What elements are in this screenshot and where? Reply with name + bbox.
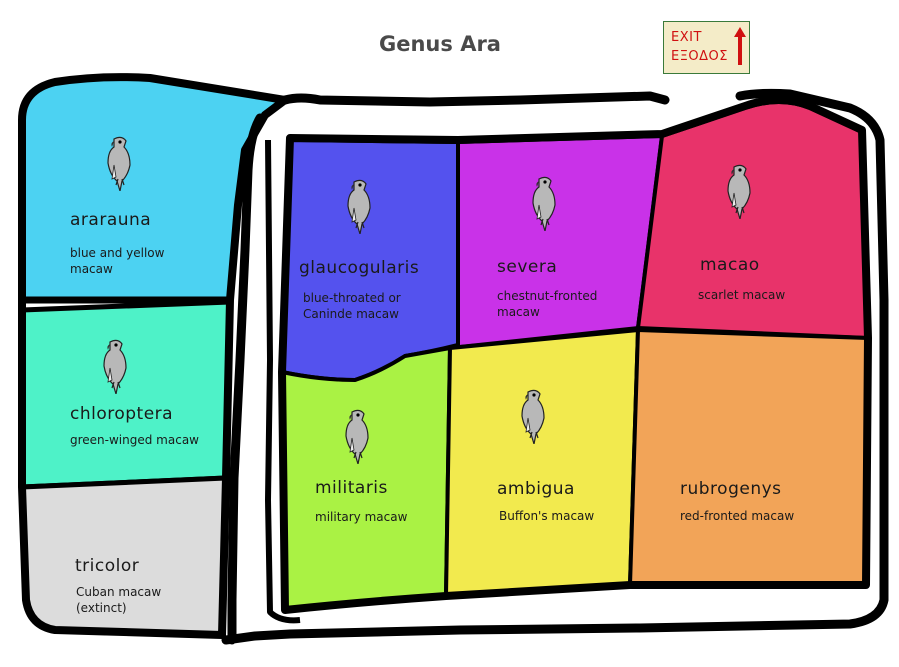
parrot-icon [338,408,378,468]
right-building-wall [278,96,872,614]
left-building-wall [18,73,289,639]
species-name-tricolor: tricolor [75,556,140,576]
species-name-ararauna: ararauna [70,210,152,230]
species-name-ambigua: ambigua [497,479,575,499]
common-name-rubrogenys: red-fronted macaw [680,509,795,523]
page-title: Genus Ara [379,32,501,56]
species-name-severa: severa [497,257,558,277]
exit-label-en: EXIT [671,30,702,45]
species-name-macao: macao [700,255,760,275]
parrot-icon [720,163,760,223]
parrot-icon [525,175,565,235]
species-name-rubrogenys: rubrogenys [680,479,782,499]
walkway-inner [265,139,301,624]
common-name-ambigua: Buffon's macaw [499,509,595,523]
common-name-ararauna: blue and yellow macaw [70,246,165,276]
common-name-militaris: military macaw [315,510,408,524]
exit-sign[interactable]: EXIT ΕΞΟΔΟΣ [663,21,750,74]
up-arrow-icon [734,27,746,65]
species-name-chloroptera: chloroptera [70,404,174,424]
parrot-icon [100,135,140,195]
region-ambigua[interactable] [443,327,641,599]
parrot-icon [96,338,136,398]
common-name-glaucogularis: blue-throated or Caninde macaw [303,291,401,321]
species-name-glaucogularis: glaucogularis [299,258,420,278]
exit-label-gr: ΕΞΟΔΟΣ [671,49,728,64]
common-name-chloroptera: green-winged macaw [70,433,199,447]
parrot-icon [514,388,554,448]
species-name-militaris: militaris [315,478,388,498]
parrot-icon [340,178,380,238]
walkway-outline [221,88,889,645]
common-name-macao: scarlet macaw [698,288,786,302]
common-name-severa: chestnut-fronted macaw [497,289,598,319]
region-rubrogenys[interactable] [627,327,871,587]
common-name-tricolor: Cuban macaw (extinct) [76,585,162,615]
